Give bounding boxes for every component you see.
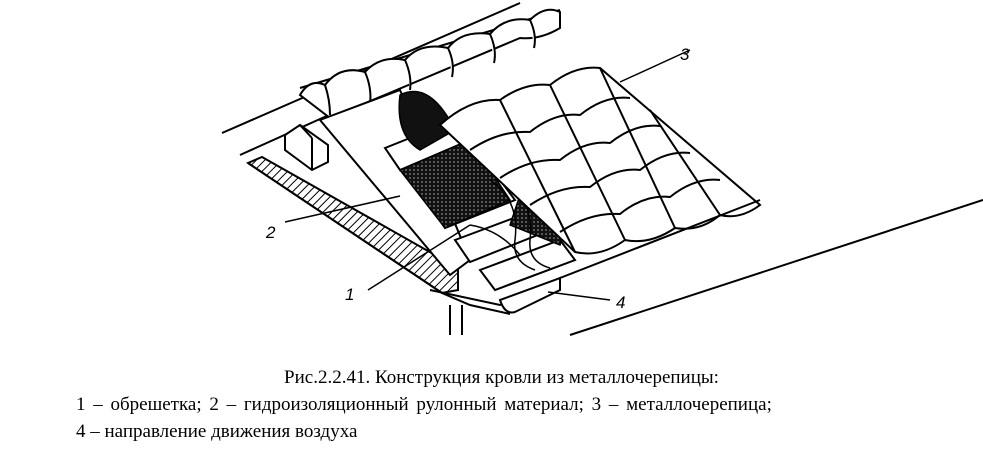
callout-4: 4 xyxy=(616,293,625,312)
gutter xyxy=(429,199,983,336)
callout-2: 2 xyxy=(265,223,276,242)
ridge-cap xyxy=(298,8,561,120)
figure-caption: Рис.2.2.41. Конструкция кровли из металл… xyxy=(0,364,983,445)
vent-box xyxy=(284,123,329,172)
caption-legend-line-1: 1 – обрешетка; 2 – гидроизоляционный рул… xyxy=(76,394,772,415)
roof-construction-drawing: 1 2 3 4 xyxy=(221,2,983,336)
eave-board xyxy=(245,155,511,315)
caption-legend-line-2: 4 – направление движения воздуха xyxy=(76,421,358,442)
metal-tile-sheet xyxy=(438,66,762,255)
leader-lines xyxy=(284,49,691,301)
callout-3: 3 xyxy=(680,45,690,64)
caption-title: Рис.2.2.41. Конструкция кровли из металл… xyxy=(284,367,719,388)
callout-1: 1 xyxy=(345,285,354,304)
